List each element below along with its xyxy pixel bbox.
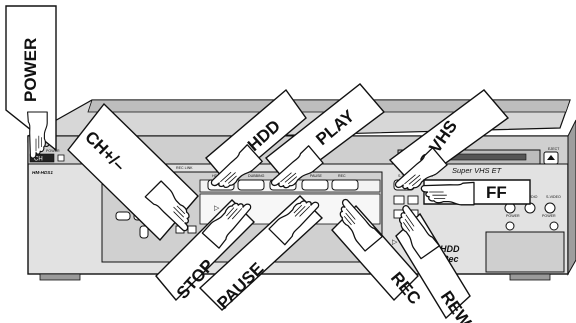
power-indicator (58, 155, 64, 161)
label-pause-key: PAUSE (310, 174, 323, 178)
label-input-svideo: S-VIDEO (546, 195, 561, 199)
callout-ff-label: FF (486, 183, 507, 202)
jack-svideo (506, 222, 514, 230)
jack-audio-r (545, 203, 555, 213)
label-power-b: POWER (542, 214, 556, 218)
power-small-label: POWER (46, 149, 60, 153)
label-rec-key: REC (338, 174, 346, 178)
button-stop[interactable] (238, 180, 264, 190)
callout-power-label: POWER (21, 38, 40, 102)
label-eject: EJECT (548, 147, 560, 151)
button-pause[interactable] (302, 180, 328, 190)
callout-ff: FF (421, 180, 530, 205)
button-ff[interactable] (408, 196, 418, 204)
label-rec-link: REC LINK (176, 166, 193, 170)
play-symbol-icon-2: ▷ (392, 239, 398, 246)
play-symbol-icon: ▷ (214, 205, 220, 212)
label-power-a: POWER (506, 214, 520, 218)
svhs-et-logo: Super VHS ET (452, 166, 503, 175)
label-dubbing: DUBBING (248, 174, 265, 178)
button-small-b[interactable] (188, 226, 196, 233)
model-label: HM-HDS1 (32, 170, 53, 175)
callout-power: POWER (6, 6, 56, 158)
button-skip-back[interactable] (116, 212, 130, 220)
jack-dv (550, 222, 558, 230)
button-rew[interactable] (394, 196, 404, 204)
button-rec[interactable] (332, 180, 358, 190)
